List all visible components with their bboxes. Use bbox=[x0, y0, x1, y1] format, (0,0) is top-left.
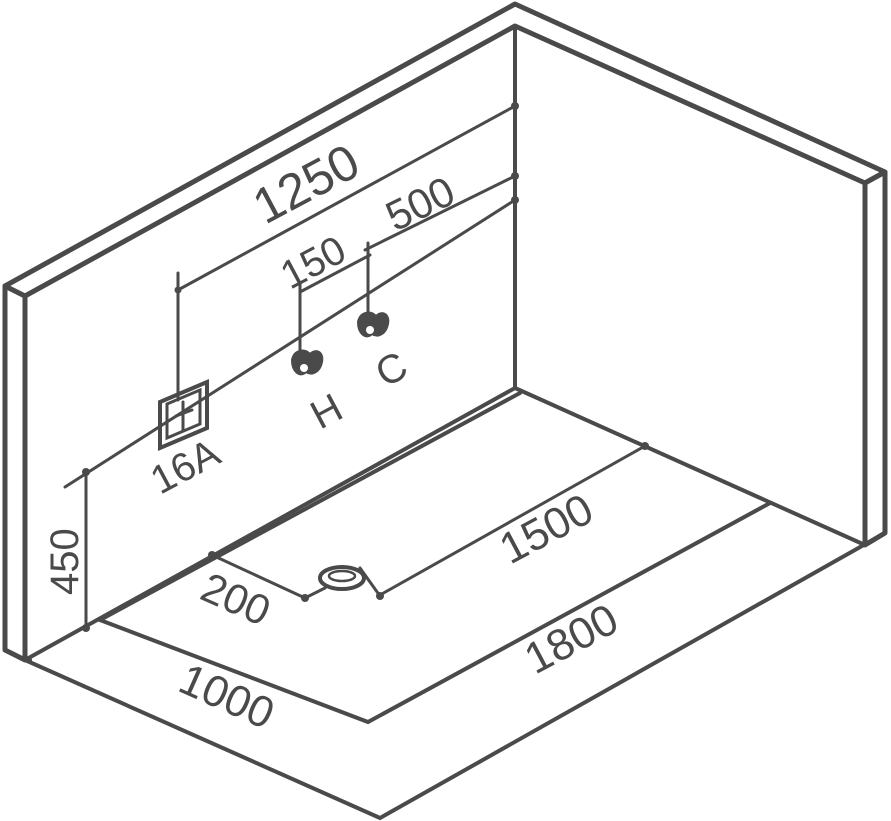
dim-1500-end-dot bbox=[641, 442, 649, 450]
dim-200-top-dot bbox=[208, 551, 216, 559]
dim-150-label: 150 bbox=[274, 228, 354, 298]
dim-200-line bbox=[210, 553, 307, 600]
dim-1800-label: 1800 bbox=[517, 595, 626, 684]
right-wall-edge bbox=[862, 169, 888, 548]
left-wall-edge bbox=[2, 283, 28, 663]
dim-1250-line bbox=[176, 104, 517, 292]
hot-label: H bbox=[304, 386, 350, 438]
dim-1500-label: 1500 bbox=[492, 485, 601, 574]
dim-500-end-dot bbox=[511, 172, 519, 180]
cold-label: C bbox=[369, 344, 415, 396]
dim-200-label: 200 bbox=[194, 563, 277, 634]
dim-1500-line bbox=[378, 444, 647, 597]
bathtub-back-edge bbox=[98, 391, 522, 622]
hot-water-valve-icon bbox=[290, 349, 324, 376]
cold-water-valve-icon bbox=[356, 311, 390, 338]
floor-right-edge bbox=[513, 386, 867, 547]
dim-450-label: 450 bbox=[43, 528, 87, 595]
floor-front-slab bbox=[23, 531, 887, 821]
socket-dim-dot bbox=[174, 286, 182, 294]
dimension-lines bbox=[63, 102, 649, 632]
dim-450-bottom-dot bbox=[82, 624, 90, 632]
dim-1250-end-dot bbox=[511, 102, 519, 110]
fixtures bbox=[158, 311, 390, 600]
wall-top-cap bbox=[2, 1, 888, 299]
floor-drain-icon bbox=[303, 565, 382, 600]
dim-500-line bbox=[363, 174, 517, 252]
socket-16a-icon bbox=[158, 378, 209, 452]
dim-150-line bbox=[298, 253, 372, 294]
socket-label: 16A bbox=[144, 431, 228, 503]
bathtub-outline bbox=[98, 501, 772, 725]
dim-450-top-dot bbox=[82, 468, 90, 476]
pipe-run-line bbox=[63, 198, 517, 489]
dim-500-label: 500 bbox=[378, 167, 462, 240]
